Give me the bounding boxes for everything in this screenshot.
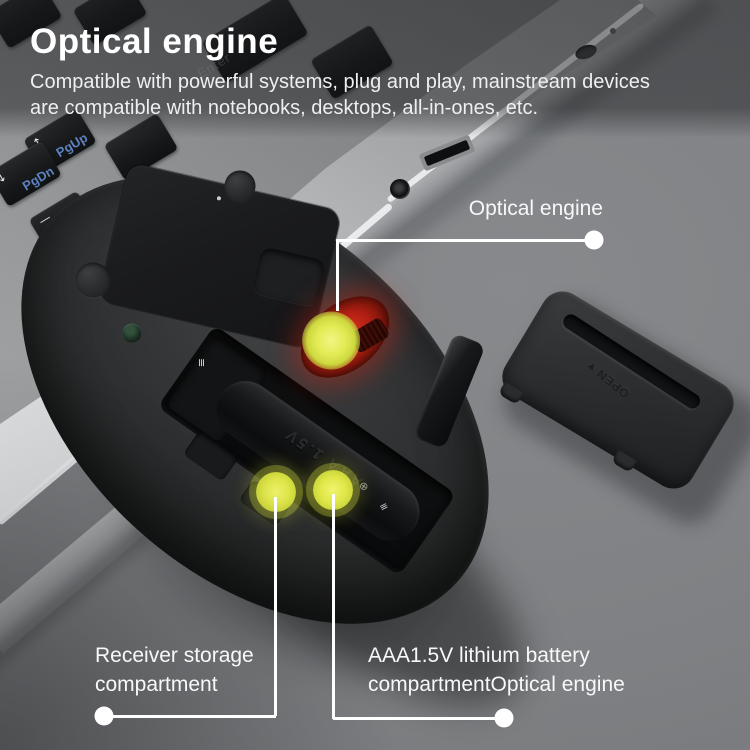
callout-line	[333, 717, 504, 720]
page-title: Optical engine	[30, 22, 279, 61]
callout-line	[274, 497, 277, 716]
callout-dot	[94, 706, 114, 726]
callout-line	[332, 494, 335, 719]
led-speck	[638, 3, 644, 9]
callout-line	[336, 239, 339, 311]
subtitle-line1: Compatible with powerful systems, plug a…	[30, 71, 650, 93]
callout-line	[104, 715, 276, 718]
callout-dot	[494, 708, 514, 728]
corner-vignette	[0, 330, 440, 750]
pin-hole	[610, 28, 616, 34]
subtitle-line2: are compatible with notebooks, desktops,…	[30, 97, 539, 119]
callout-label-receiver: Receiver storage compartment	[95, 641, 254, 699]
screw-hole	[122, 323, 142, 343]
mouse-foot-pad	[75, 262, 111, 298]
audio-jack-port	[390, 179, 410, 199]
mouse-foot-pad	[224, 170, 256, 202]
callout-receiver-line1: Receiver storage	[95, 644, 254, 667]
callout-line	[337, 239, 594, 242]
callout-receiver-line2: compartment	[95, 673, 218, 696]
callout-dot	[584, 230, 604, 250]
callout-label-optical-engine: Optical engine	[468, 197, 603, 220]
callout-battery-line2: compartmentOptical engine	[368, 673, 625, 696]
callout-battery-line1: AAA1.5V lithium battery	[368, 644, 590, 667]
panel-speck	[216, 195, 222, 201]
header-overlay	[0, 0, 750, 138]
callout-label-battery: AAA1.5V lithium battery compartmentOptic…	[368, 641, 625, 699]
pgdn-arrow-icon: ↓	[0, 169, 10, 187]
